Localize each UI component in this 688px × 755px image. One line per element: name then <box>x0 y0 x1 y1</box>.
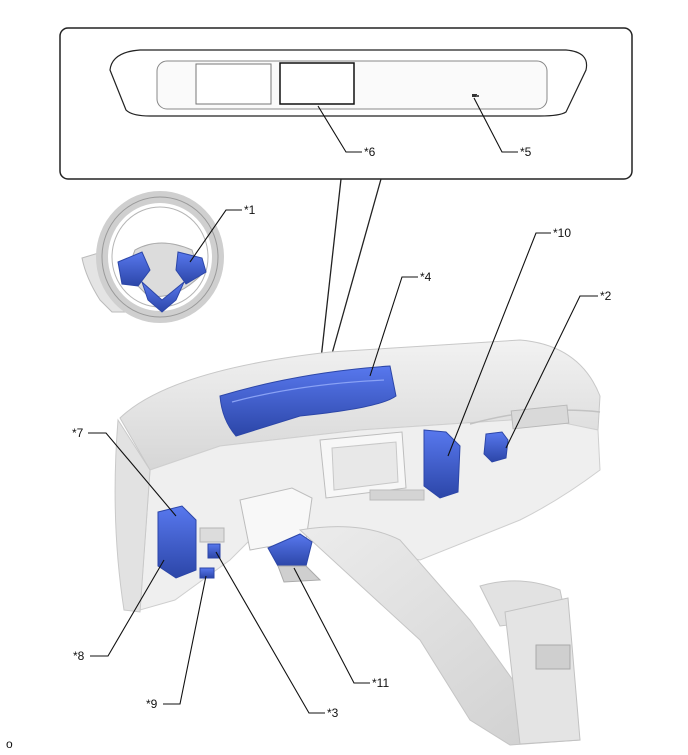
callout-2: *2 <box>600 289 612 303</box>
figure-code: o <box>6 737 13 751</box>
callout-6: *6 <box>364 145 376 159</box>
combination-meter <box>219 365 397 437</box>
callout-1: *1 <box>244 203 256 217</box>
callout-labels: *1 *2 *3 *4 *5 *6 *7 *8 *9 *10 *11 <box>72 145 612 720</box>
steering-pad-switch-left <box>117 251 151 287</box>
steering-wheel <box>81 191 224 323</box>
leader-lines <box>88 97 598 714</box>
ecu-module-right-b <box>483 431 509 463</box>
inset-connector <box>319 178 382 369</box>
steering-pad-switch-right <box>175 251 207 285</box>
lower-panel-module <box>267 533 322 583</box>
small-switch-left <box>199 567 215 579</box>
callout-8: *8 <box>73 649 85 663</box>
callout-7: *7 <box>72 426 84 440</box>
callout-4: *4 <box>420 270 432 284</box>
meter-detail-inset <box>59 27 633 180</box>
ecu-module-left <box>157 505 197 579</box>
callout-10: *10 <box>553 226 571 240</box>
callout-3: *3 <box>327 706 339 720</box>
callout-11: *11 <box>372 676 389 690</box>
callout-5: *5 <box>520 145 532 159</box>
light-sensor-icon <box>472 94 479 97</box>
callout-9: *9 <box>146 697 158 711</box>
